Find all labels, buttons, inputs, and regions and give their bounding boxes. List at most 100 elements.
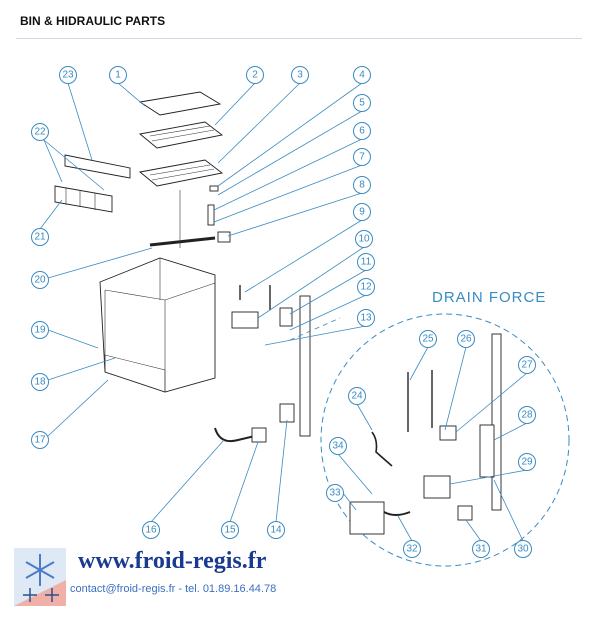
callout-24: 24 bbox=[348, 387, 366, 405]
part-21 bbox=[54, 185, 113, 213]
part-cover bbox=[138, 91, 222, 116]
callout-label: 23 bbox=[62, 70, 74, 81]
callout-label: 25 bbox=[422, 334, 434, 345]
callout-16: 16 bbox=[142, 521, 160, 539]
callout-label: 17 bbox=[34, 435, 46, 446]
callout-15: 15 bbox=[221, 521, 239, 539]
callout-label: 5 bbox=[359, 98, 365, 109]
callout-12: 12 bbox=[357, 278, 375, 296]
callout-label: 33 bbox=[329, 488, 341, 499]
callout-label: 26 bbox=[460, 334, 472, 345]
callout-27: 27 bbox=[518, 356, 536, 374]
callout-label: 10 bbox=[358, 234, 370, 245]
callout-21: 21 bbox=[31, 228, 49, 246]
part-15 bbox=[251, 427, 267, 443]
drain-force-inset: DRAIN FORCE bbox=[289, 289, 570, 567]
inset-33 bbox=[349, 501, 385, 535]
callout-30: 30 bbox=[514, 540, 532, 558]
part-evaporator bbox=[138, 159, 224, 187]
callout-5: 5 bbox=[353, 94, 371, 112]
part-9 bbox=[217, 231, 231, 243]
callout-29: 29 bbox=[518, 453, 536, 471]
callout-label: 15 bbox=[224, 525, 236, 536]
callout-33: 33 bbox=[326, 484, 344, 502]
callout-10: 10 bbox=[355, 230, 373, 248]
callout-1: 1 bbox=[109, 66, 127, 84]
callout-label: 22 bbox=[34, 127, 46, 138]
part-spray-bar bbox=[149, 236, 216, 247]
callout-label: 14 bbox=[270, 525, 282, 536]
callout-4: 4 bbox=[353, 66, 371, 84]
callout-label: 19 bbox=[34, 325, 46, 336]
callout-8: 8 bbox=[353, 176, 371, 194]
callout-label: 31 bbox=[475, 544, 487, 555]
inset-27 bbox=[439, 425, 457, 441]
callout-28: 28 bbox=[518, 406, 536, 424]
callout-label: 24 bbox=[351, 391, 363, 402]
inset-32 bbox=[383, 511, 411, 516]
part-4 bbox=[209, 185, 219, 192]
callout-label: 32 bbox=[406, 544, 418, 555]
inset-hose-24 bbox=[371, 431, 393, 467]
callout-label: 16 bbox=[145, 525, 157, 536]
part-hose-16 bbox=[214, 427, 256, 443]
callout-label: 7 bbox=[359, 152, 365, 163]
inset-plate bbox=[479, 424, 495, 478]
callout-26: 26 bbox=[457, 330, 475, 348]
inset-pump bbox=[423, 475, 451, 499]
callout-2: 2 bbox=[246, 66, 264, 84]
callout-9: 9 bbox=[353, 203, 371, 221]
part-valve bbox=[231, 311, 259, 329]
callout-label: 20 bbox=[34, 275, 46, 286]
footer-website-link[interactable]: www.froid-regis.fr bbox=[78, 548, 267, 574]
callout-32: 32 bbox=[403, 540, 421, 558]
callout-18: 18 bbox=[31, 373, 49, 391]
callout-label: 8 bbox=[359, 180, 365, 191]
part-grill bbox=[138, 121, 224, 149]
callout-label: 2 bbox=[252, 70, 258, 81]
callout-label: 18 bbox=[34, 377, 46, 388]
callout-label: 27 bbox=[521, 360, 533, 371]
callout-label: 21 bbox=[34, 232, 46, 243]
inset-boundary bbox=[320, 313, 570, 567]
callout-label: 13 bbox=[360, 313, 372, 324]
header-divider bbox=[16, 38, 582, 39]
callout-17: 17 bbox=[31, 431, 49, 449]
callout-label: 28 bbox=[521, 410, 533, 421]
callout-label: 4 bbox=[359, 70, 365, 81]
part-14 bbox=[279, 403, 295, 423]
part-bin bbox=[99, 257, 216, 393]
callout-34: 34 bbox=[329, 437, 347, 455]
callout-7: 7 bbox=[353, 148, 371, 166]
callout-label: 30 bbox=[517, 544, 529, 555]
inset-title: DRAIN FORCE bbox=[432, 289, 546, 306]
callout-23: 23 bbox=[59, 66, 77, 84]
callout-label: 6 bbox=[359, 126, 365, 137]
part-12 bbox=[279, 307, 293, 327]
inset-31 bbox=[457, 505, 473, 521]
main-assembly bbox=[54, 91, 311, 443]
callout-label: 12 bbox=[360, 282, 372, 293]
froid-regis-logo bbox=[14, 548, 66, 606]
callout-label: 3 bbox=[297, 70, 303, 81]
callout-label: 11 bbox=[361, 257, 372, 268]
callout-label: 34 bbox=[332, 441, 344, 452]
footer-contact-info[interactable]: contact@froid-regis.fr - tel. 01.89.16.4… bbox=[70, 583, 277, 595]
callout-22: 22 bbox=[31, 123, 49, 141]
inset-bracket bbox=[491, 333, 502, 511]
leader-lines-main bbox=[39, 82, 367, 523]
callout-25: 25 bbox=[419, 330, 437, 348]
callout-label: 29 bbox=[521, 457, 533, 468]
callout-label: 9 bbox=[359, 207, 365, 218]
callout-14: 14 bbox=[267, 521, 285, 539]
callout-11: 11 bbox=[357, 253, 375, 271]
callout-19: 19 bbox=[31, 321, 49, 339]
callout-13: 13 bbox=[357, 309, 375, 327]
page-title: BIN & HIDRAULIC PARTS bbox=[20, 14, 166, 28]
callout-6: 6 bbox=[353, 122, 371, 140]
callout-20: 20 bbox=[31, 271, 49, 289]
part-spring bbox=[207, 204, 215, 226]
part-23 bbox=[64, 154, 131, 179]
